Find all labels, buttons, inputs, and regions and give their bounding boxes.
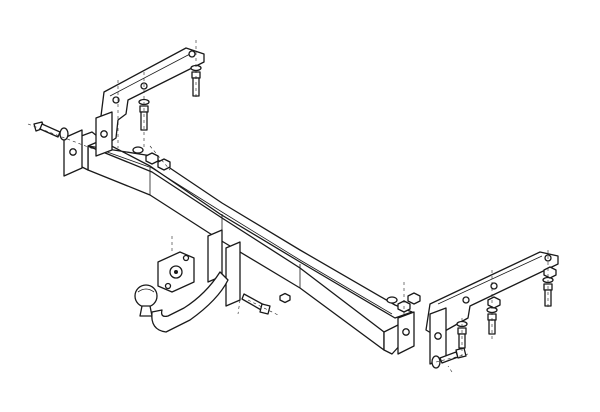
tow-ball <box>134 284 158 317</box>
washers <box>59 64 554 369</box>
socket-plate <box>157 251 195 293</box>
right-mounting-bracket <box>397 251 559 365</box>
left-mounting-bracket <box>63 47 205 177</box>
crossbeam <box>75 131 413 355</box>
bolts <box>33 71 553 364</box>
assembly-leader-lines <box>27 40 549 373</box>
